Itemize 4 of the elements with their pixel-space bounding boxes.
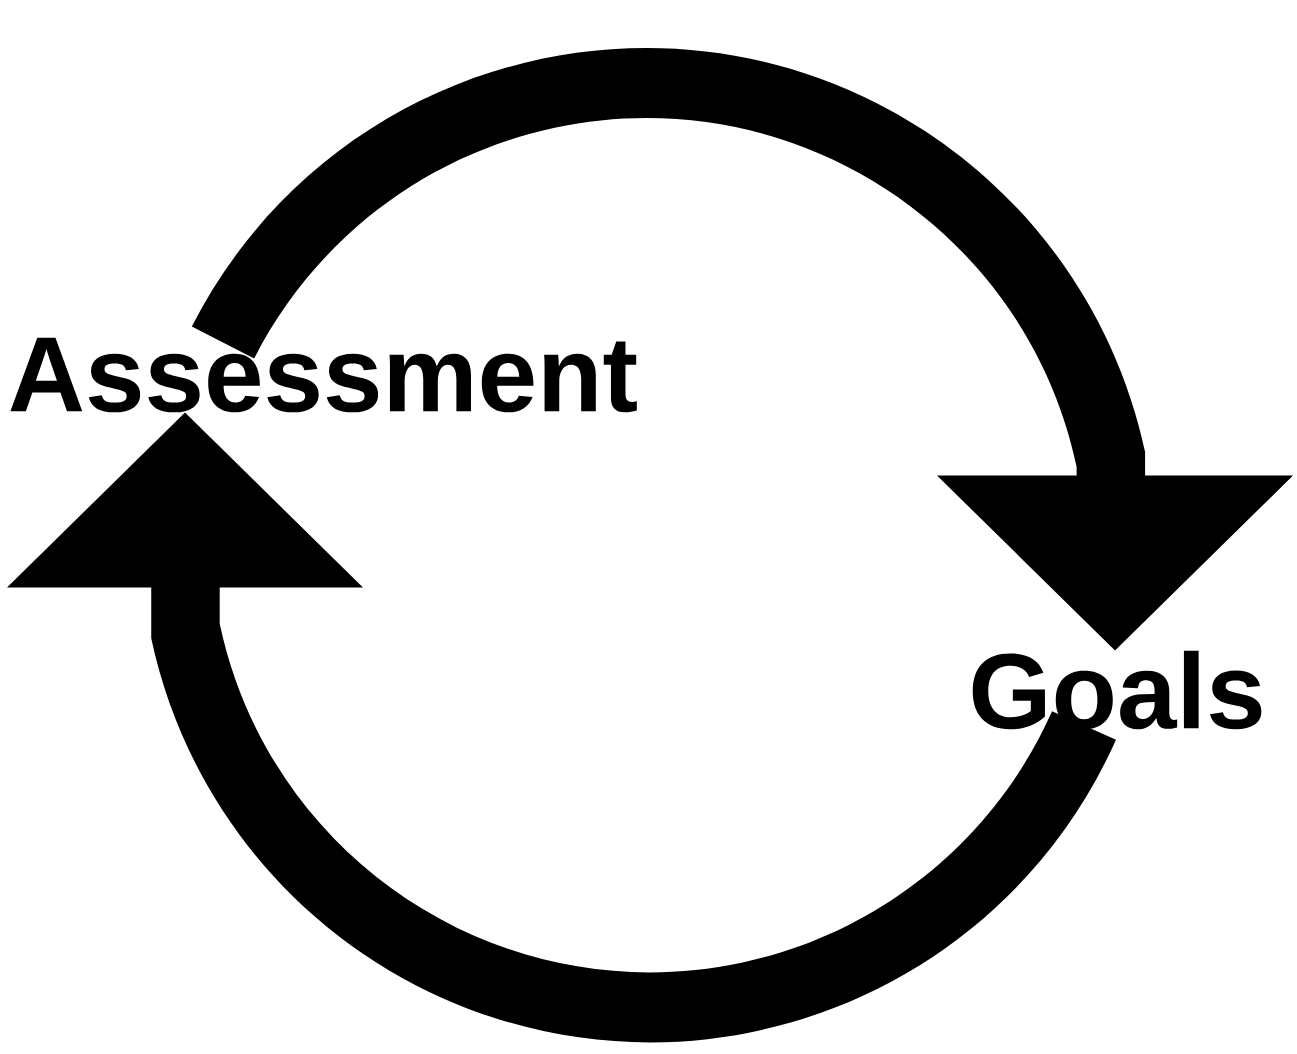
curved-arrow — [191, 48, 1293, 651]
label-text: Goals — [972, 650, 1262, 730]
label-text: Assessment — [10, 337, 637, 413]
curved-arrow — [7, 412, 1116, 1043]
